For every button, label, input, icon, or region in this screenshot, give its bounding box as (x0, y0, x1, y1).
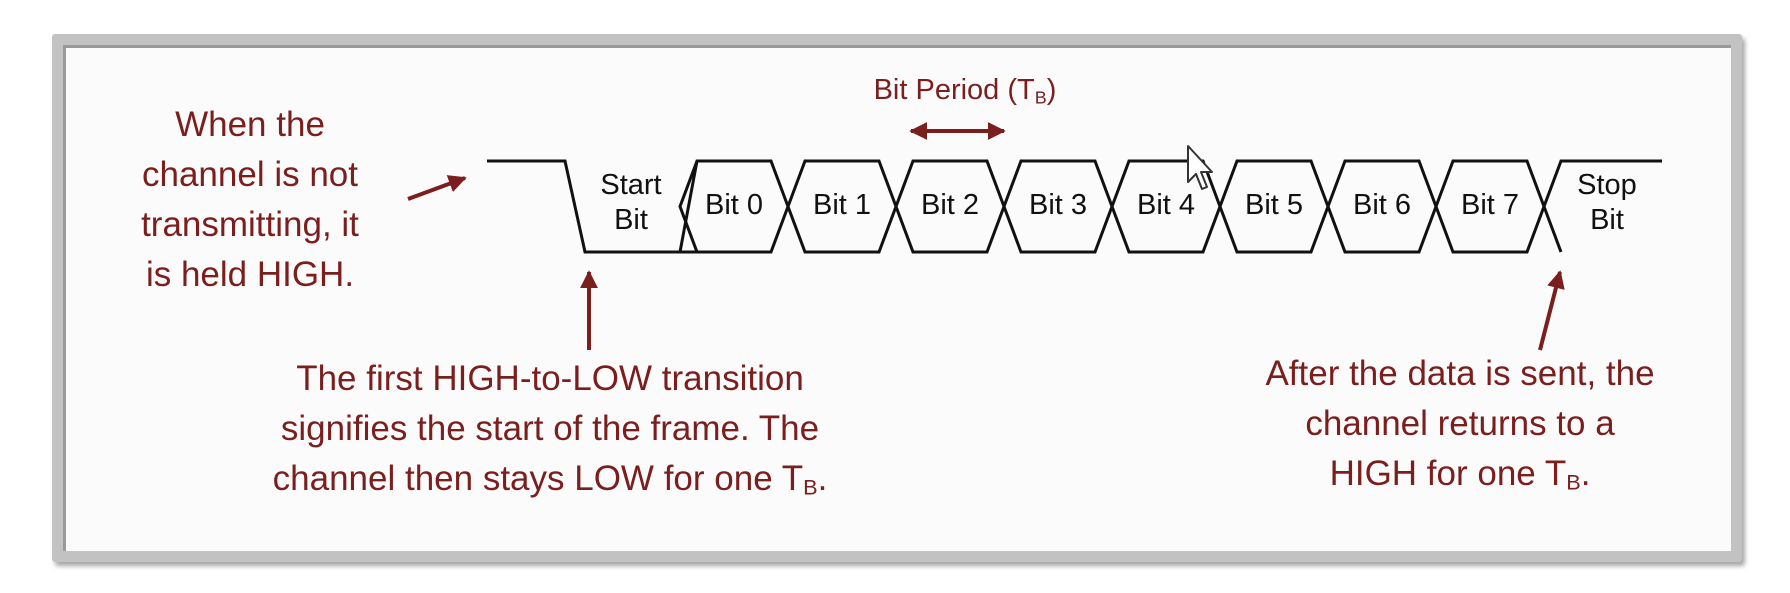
bit-cells (678, 159, 1662, 254)
bit-label-4: Bit 4 (1136, 189, 1196, 221)
bit-label-0: Bit 0 (704, 189, 764, 221)
stop-bit-label: Stop Bit (1577, 169, 1637, 236)
waveform (487, 159, 699, 254)
bit-label-5: Bit 5 (1244, 189, 1304, 221)
mouse-pointer-icon (1187, 145, 1213, 190)
bit-label-2: Bit 2 (920, 189, 980, 221)
bit-period-label: Bit Period (TB) (873, 74, 1057, 108)
bit-label-6: Bit 6 (1352, 189, 1412, 221)
idle-high-line (487, 159, 680, 254)
start-annotation: The first HIGH-to-LOW transition signifi… (272, 359, 828, 500)
stop-arrow (1538, 270, 1565, 351)
bit-label-7: Bit 7 (1460, 189, 1520, 221)
stop-annotation: After the data is sent, the channel retu… (1265, 354, 1655, 495)
bit-label-3: Bit 3 (1028, 189, 1088, 221)
start-bit-label: Start Bit (600, 169, 662, 236)
bit-label-1: Bit 1 (812, 189, 872, 221)
stop-bit-edge (1542, 205, 1563, 253)
idle-arrow (407, 175, 467, 201)
stop-bit-high-line (1542, 159, 1662, 208)
data-rail-top (678, 160, 699, 253)
idle-annotation: When the channel is not transmitting, it… (141, 105, 359, 294)
diagram-frame (52, 34, 1742, 562)
